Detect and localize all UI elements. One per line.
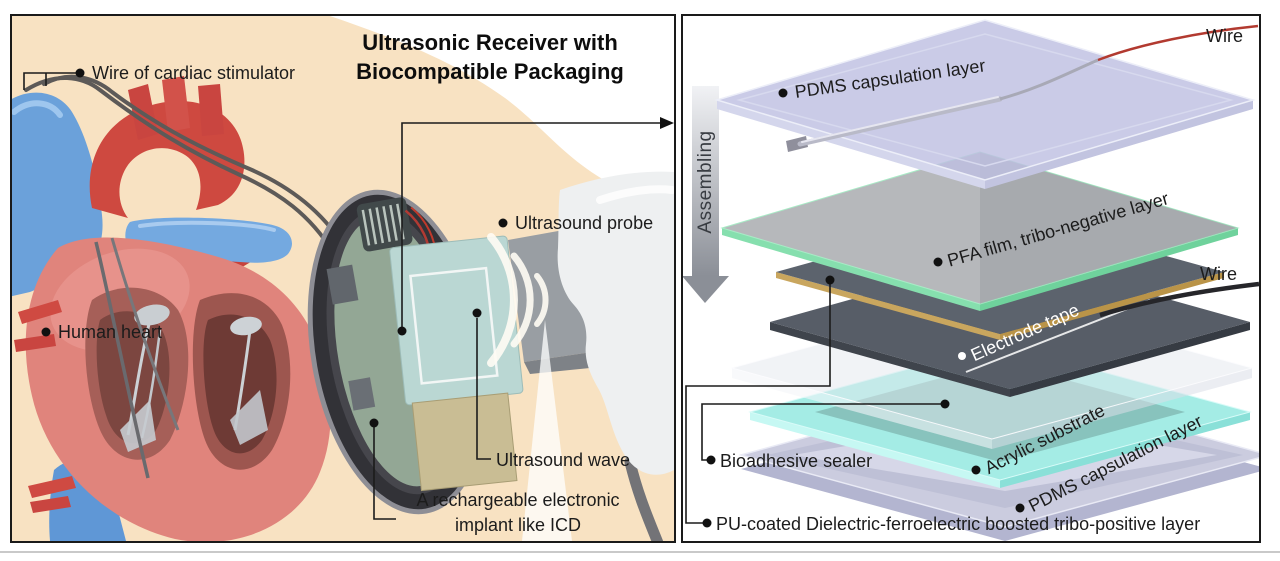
exploded-stack-illustration [683,19,1259,541]
battery-chip-tan [411,392,518,492]
leader-dots [41,68,674,428]
label-ultrasound-wave: Ultrasound wave [496,450,631,470]
label-wire-of-cardiac-stimulator: Wire of cardiac stimulator [92,63,296,83]
assembling-arrow [683,86,729,303]
figure-title-line2: Biocompatible Packaging [356,59,624,85]
anatomy-panel [10,14,676,543]
heart-vessels [12,76,292,541]
label-human-heart: Human heart [58,322,163,342]
figure-title-line1: Ultrasonic Receiver with [362,30,618,55]
skin-boundary-shape [330,16,674,210]
probe-handle [557,171,674,475]
label-ultrasound-probe: Ultrasound probe [515,213,654,233]
implant-chip-small [326,264,359,305]
implant-chip-small [348,377,376,411]
figure-bottom-rule [0,551,1280,553]
receiver-wire-red [1097,24,1259,62]
label-bioadhesive-sealer: Bioadhesive sealer [720,451,873,471]
figure-title: Ultrasonic Receiver with Biocompatible P… [340,28,640,86]
implant-device [307,189,524,515]
electrode-label-dot [958,352,966,360]
right-leader-lines [685,280,945,524]
ultrasound-waves [487,233,549,367]
anatomy-illustration [12,16,674,541]
electrode-wire [1099,281,1259,318]
light-streak [522,320,572,541]
label-assembling: Assembling [695,130,716,234]
receiver-target-outline [409,266,499,385]
probe-cable [624,456,664,541]
arrow-head [660,117,674,129]
left-leader-lines [23,72,660,520]
stimulator-wires [24,74,358,270]
exploded-stack-panel [681,14,1261,543]
label-rechargeable-implant: A rechargeable electronic implant like I… [416,490,620,536]
heart-body [14,237,331,541]
label-wire-top: Wire [1206,26,1243,46]
right-leader-dots [702,88,1025,528]
ultrasound-probe [508,171,674,541]
layer-pfa [720,151,1240,311]
label-wire-mid: Wire [1200,264,1237,284]
label-pu-tribo-positive-layer: PU-coated Dielectric-ferroelectric boost… [716,514,1201,534]
layer-pdms-top [714,19,1259,189]
receiver-needle [786,24,1259,152]
